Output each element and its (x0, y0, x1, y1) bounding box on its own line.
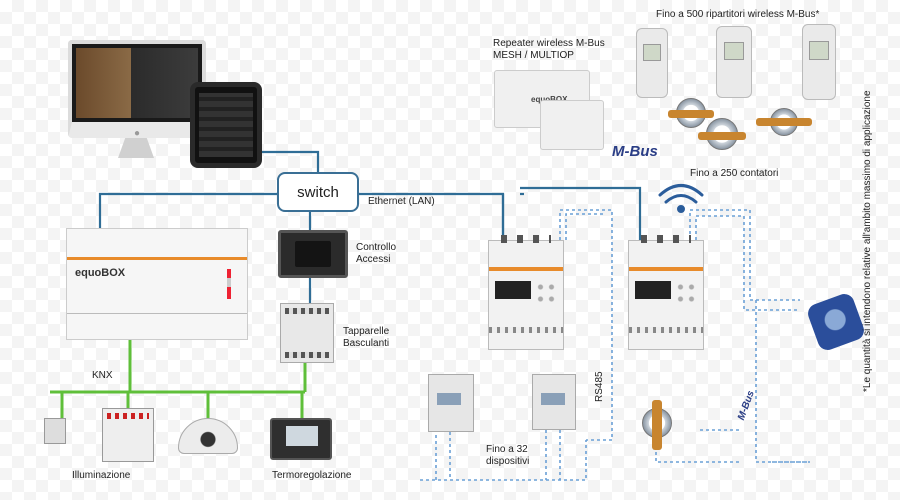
gateway-keypad (675, 281, 697, 305)
gateway-mbus (628, 235, 704, 350)
heat-cost-allocator-2 (716, 26, 752, 98)
energy-meter-display (541, 393, 565, 405)
mbus-logo: M-Bus (612, 143, 658, 160)
actuator-terminals-bottom (285, 352, 329, 358)
gateway-accent-strip (629, 267, 703, 271)
gateway-antenna-ports (641, 235, 691, 243)
gateway-antenna-ports (501, 235, 551, 243)
shutter-actuator (280, 303, 334, 363)
repeater-label: Repeater wireless M-Bus MESH / MULTIOP (493, 38, 605, 61)
knx-thermostat (270, 418, 332, 460)
knx-lines (50, 340, 307, 418)
energy-meter-2 (532, 374, 576, 430)
ripartitori-label: Fino a 500 ripartitori wireless M-Bus* (656, 9, 820, 20)
water-meter-1-pipe (668, 110, 714, 118)
heat-cost-allocator-3 (802, 24, 836, 100)
termoregolazione-label: Termoregolazione (272, 470, 352, 481)
equobox-divider (67, 313, 247, 314)
wifi-icon (658, 184, 704, 213)
thermostat-display (286, 426, 318, 446)
apple-logo-icon: ● (134, 128, 141, 139)
gateway-rs485 (488, 235, 564, 350)
tapparelle-label: Tapparelle Basculanti (343, 326, 390, 349)
energy-meter-display (437, 393, 461, 405)
fino32-label: Fino a 32 dispositivi (486, 444, 530, 467)
gateway-accent-strip (489, 267, 563, 271)
network-switch: switch (277, 172, 359, 212)
ipad-display (199, 93, 253, 157)
gateway-screen (495, 281, 531, 299)
ethernet-label: Ethernet (LAN) (368, 196, 435, 207)
actuator-red-terminals (107, 413, 149, 419)
ipad-icon (190, 82, 262, 168)
access-control-panel (278, 230, 348, 278)
water-meter-2-pipe (698, 132, 746, 140)
gateway-terminals (489, 327, 563, 333)
equobox-logo: equoBOX (75, 267, 126, 279)
knx-label: KNX (92, 370, 113, 381)
access-control-screen (295, 241, 331, 267)
gateway-keypad (535, 281, 557, 305)
actuator-terminals-top (285, 308, 329, 314)
water-meter-3-pipe (756, 118, 812, 126)
equobox-controller: equoBOX (66, 228, 248, 340)
allocator-display (723, 42, 745, 60)
controllo-accessi-label: Controllo Accessi (356, 242, 397, 265)
repeater-device-2 (540, 100, 604, 150)
equobox-status-leds (227, 269, 231, 299)
equobox-accent-bar (67, 257, 247, 260)
ethernet-lines (98, 150, 642, 303)
imac-stand (118, 138, 154, 158)
gateway-terminals (629, 327, 703, 333)
rs485-label: RS485 (594, 371, 605, 402)
gateway-screen (635, 281, 671, 299)
heat-cost-allocator-1 (636, 28, 668, 98)
knx-push-button (44, 418, 66, 444)
knx-switch-actuator (102, 408, 154, 462)
bus-lines (420, 209, 810, 481)
imac-display (76, 48, 198, 118)
energy-meter-1 (428, 374, 474, 432)
allocator-display (643, 43, 661, 61)
water-meter-mbus-pipe (652, 400, 662, 450)
allocator-display (809, 41, 829, 60)
imac-icon (68, 40, 206, 138)
quantity-note: *Le quantità si intendono relative all'a… (862, 90, 873, 392)
illuminazione-label: Illuminazione (72, 470, 131, 481)
repeater-logo: equoBOX (531, 95, 567, 104)
contatori-label: Fino a 250 contatori (690, 168, 779, 179)
